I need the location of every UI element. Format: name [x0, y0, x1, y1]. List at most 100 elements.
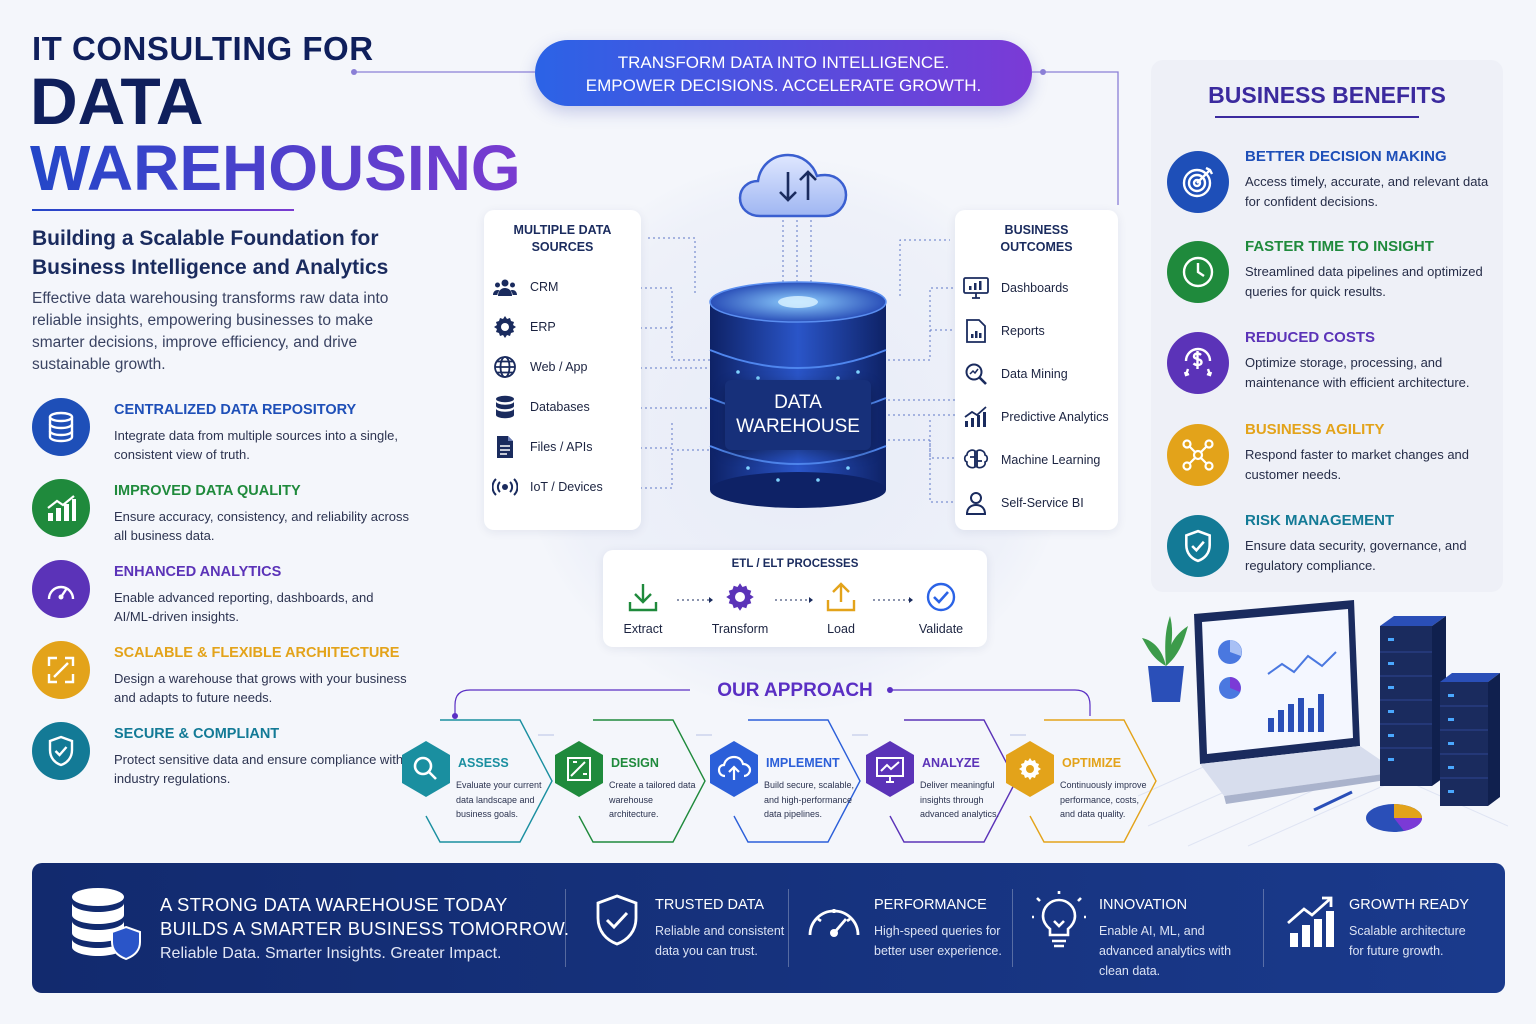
- data-warehouse-label: DATA WAREHOUSE: [725, 380, 871, 450]
- source-item-iot-devices: IoT / Devices: [492, 470, 603, 504]
- source-label: Web / App: [530, 360, 588, 374]
- hero-title-warehousing: WAREHOUSING: [30, 132, 521, 204]
- clock-icon: [1167, 241, 1229, 303]
- chart-up-icon: [32, 479, 90, 537]
- divider: [1263, 889, 1264, 967]
- brain-icon: [963, 447, 989, 473]
- benefit-title: BETTER DECISION MAKING: [1245, 148, 1447, 165]
- etl-step-label: Extract: [623, 622, 663, 636]
- value-title: PERFORMANCE: [874, 897, 987, 913]
- feature-title: CENTRALIZED DATA REPOSITORY: [114, 402, 357, 418]
- check-circle-icon: [901, 580, 981, 614]
- divider: [1012, 889, 1013, 967]
- outcome-item-data-mining: Data Mining: [963, 357, 1068, 391]
- database-icon: [492, 394, 518, 420]
- etl-step-validate: Validate: [901, 580, 981, 636]
- lightbulb-icon: [1032, 891, 1086, 948]
- feature-scalable-architecture: SCALABLE & FLEXIBLE ARCHITECTURE Design …: [32, 639, 432, 705]
- etl-step-transform: Transform: [700, 580, 780, 636]
- etl-title: ETL / ELT PROCESSES: [731, 558, 859, 570]
- outcome-item-machine-learning: Machine Learning: [963, 443, 1100, 477]
- headline-line-2: BUILDS A SMARTER BUSINESS TOMORROW.: [160, 918, 570, 939]
- feature-desc: Protect sensitive data and ensure compli…: [114, 752, 404, 786]
- hero-divider: [32, 209, 294, 211]
- feature-enhanced-analytics: ENHANCED ANALYTICS Enable advanced repor…: [32, 558, 432, 624]
- download-icon: [603, 580, 683, 614]
- dw-label-line-2: WAREHOUSE: [736, 416, 860, 437]
- network-icon: [1167, 424, 1229, 486]
- value-performance: PERFORMANCE High-speed queries for bette…: [874, 897, 1074, 961]
- benefit-title: RISK MANAGEMENT: [1245, 512, 1395, 529]
- benefit-faster-insight: FASTER TIME TO INSIGHT Streamlined data …: [1167, 238, 1497, 318]
- step-title: DESIGN: [611, 756, 659, 770]
- step-desc: Deliver meaningful insights through adva…: [920, 780, 1000, 819]
- benefit-desc: Respond faster to market changes and cus…: [1245, 447, 1470, 482]
- step-title: ASSESS: [458, 756, 509, 770]
- bottom-tagline: Reliable Data. Smarter Insights. Greater…: [160, 945, 502, 962]
- benefit-business-agility: BUSINESS AGILITY Respond faster to marke…: [1167, 421, 1497, 501]
- gauge-icon: [32, 560, 90, 618]
- globe-icon: [492, 354, 518, 380]
- analytics-icon: [866, 741, 914, 797]
- step-desc: Evaluate your current data landscape and…: [456, 780, 542, 819]
- benefit-title: BUSINESS AGILITY: [1245, 421, 1385, 438]
- value-desc: Enable AI, ML, and advanced analytics wi…: [1099, 924, 1232, 978]
- value-desc: Scalable architecture for future growth.: [1349, 924, 1466, 958]
- magnifier-icon: [963, 361, 989, 387]
- benefits-title: BUSINESS BENEFITS: [1208, 82, 1446, 108]
- trend-icon: [963, 404, 989, 430]
- dw-label-line-1: DATA: [774, 392, 822, 413]
- outcome-label: Machine Learning: [1001, 453, 1101, 467]
- benefit-title: FASTER TIME TO INSIGHT: [1245, 238, 1434, 255]
- gear-icon: [492, 314, 518, 340]
- report-icon: [963, 318, 989, 344]
- tagline-banner: TRANSFORM DATA INTO INTELLIGENCE. EMPOWE…: [535, 40, 1032, 106]
- feature-desc: Enable advanced reporting, dashboards, a…: [114, 590, 374, 624]
- database-shield-icon: [72, 888, 141, 961]
- feature-centralized-repository: CENTRALIZED DATA REPOSITORY Integrate da…: [32, 396, 432, 462]
- value-title: TRUSTED DATA: [655, 897, 765, 913]
- outcome-label: Predictive Analytics: [1001, 410, 1109, 424]
- hero-title-data: DATA: [30, 64, 204, 138]
- business-outcomes-panel: BUSINESS OUTCOMES Dashboards Reports Dat…: [955, 210, 1118, 530]
- step-desc: Create a tailored data warehouse archite…: [609, 780, 696, 819]
- feature-desc: Ensure accuracy, consistency, and reliab…: [114, 509, 410, 543]
- target-icon: [1167, 151, 1229, 213]
- source-label: Files / APIs: [530, 440, 593, 454]
- etl-arrows: [677, 597, 913, 603]
- feature-title: ENHANCED ANALYTICS: [114, 564, 282, 580]
- hero-kicker: IT CONSULTING FOR: [32, 30, 374, 67]
- etl-step-label: Load: [827, 622, 855, 636]
- etl-step-load: Load: [801, 580, 881, 636]
- shield-check-icon: [596, 894, 638, 946]
- value-trusted-data: TRUSTED DATA Reliable and consistent dat…: [655, 897, 855, 961]
- outcome-label: Dashboards: [1001, 281, 1069, 295]
- benefit-desc: Streamlined data pipelines and optimized…: [1245, 264, 1483, 299]
- approach-step-analyze: ANALYZE Deliver meaningful insights thro…: [864, 718, 1024, 844]
- etl-step-extract: Extract: [603, 580, 683, 636]
- laptop-servers-illustration: [1137, 600, 1508, 847]
- benefits-divider: [1215, 116, 1419, 118]
- benefit-reduced-costs: REDUCED COSTS Optimize storage, processi…: [1167, 329, 1497, 409]
- approach-step-optimize: OPTIMIZE Continuously improve performanc…: [1004, 718, 1164, 844]
- benefit-title: REDUCED COSTS: [1245, 329, 1376, 346]
- panel-title: BUSINESS OUTCOMES: [1000, 223, 1073, 254]
- person-icon: [963, 490, 989, 516]
- etl-step-label: Transform: [711, 622, 769, 636]
- source-label: IoT / Devices: [530, 480, 603, 494]
- business-benefits-panel: BUSINESS BENEFITS BETTER DECISION MAKING…: [1151, 60, 1503, 592]
- banner-line-2: EMPOWER DECISIONS. ACCELERATE GROWTH.: [585, 76, 982, 95]
- step-title: OPTIMIZE: [1062, 756, 1122, 770]
- upload-icon: [801, 580, 881, 614]
- feature-desc: Integrate data from multiple sources int…: [114, 428, 398, 462]
- data-sources-panel: MULTIPLE DATA SOURCES CRM ERP Web / App …: [484, 210, 641, 530]
- outcome-label: Self-Service BI: [1001, 496, 1084, 510]
- source-label: Databases: [530, 400, 590, 414]
- speedometer-icon: [808, 909, 860, 937]
- step-desc: Continuously improve performance, costs,…: [1060, 780, 1147, 819]
- feature-title: SCALABLE & FLEXIBLE ARCHITECTURE: [114, 645, 400, 661]
- shield-icon: [1167, 515, 1229, 577]
- approach-title: OUR APPROACH: [717, 680, 873, 701]
- shield-icon: [32, 722, 90, 780]
